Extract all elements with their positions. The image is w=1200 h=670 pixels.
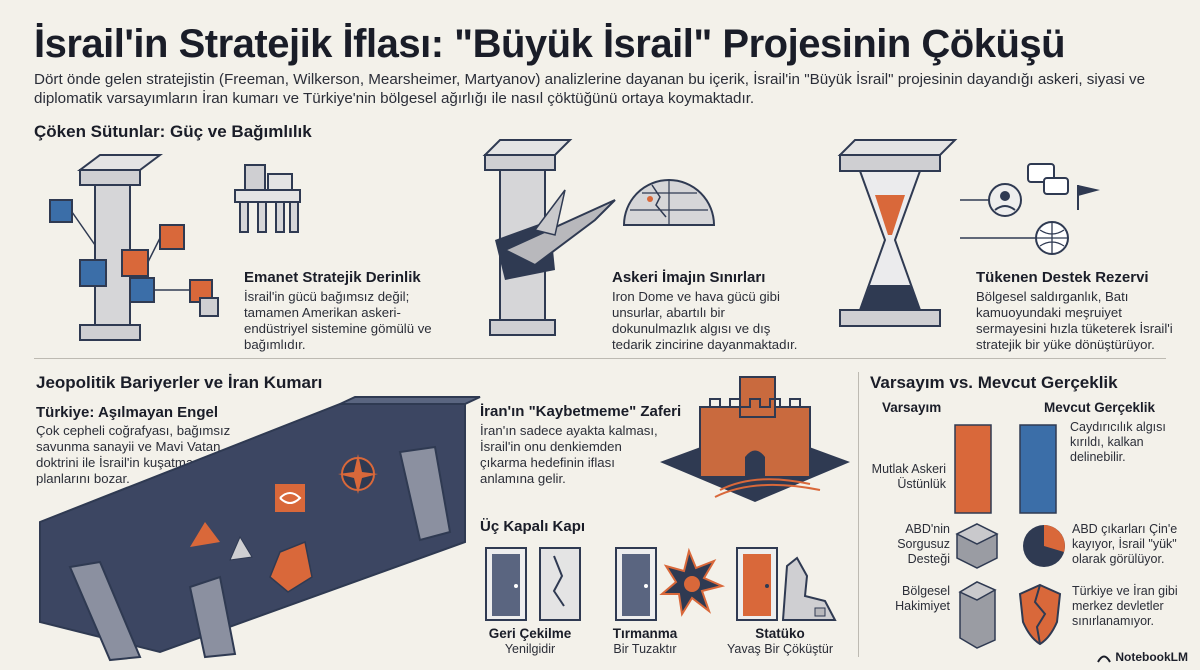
compare-col-right: Mevcut Gerçeklik: [1044, 400, 1156, 415]
door-sub-retreat: Yenilgidir: [504, 642, 556, 656]
gray-pillar-icon: [958, 581, 997, 649]
gray-cube-icon: [955, 523, 999, 569]
cracked-pillar-jet-illustration: [482, 139, 616, 336]
door-sub-escalation: Bir Tuzaktır: [613, 642, 677, 656]
compare-bars: [954, 424, 1057, 514]
compare-right-2: ABD çıkarları Çin'e kayıyor, İsrail "yük…: [1072, 522, 1178, 566]
section-heading-pillars: Çöken Sütunlar: Güç ve Bağımlılık: [34, 122, 312, 141]
compare-col-left: Varsayım: [882, 400, 942, 415]
pie-chart-icon: [1023, 525, 1065, 567]
broken-shield-icon: [1018, 583, 1062, 646]
iran-fortress-illustration: [660, 376, 850, 502]
door-title-escalation: Tırmanma: [612, 626, 678, 641]
pillar-cubes-illustration: [49, 154, 219, 341]
industrial-building-illustration: [234, 164, 301, 233]
door-title-retreat: Geri Çekilme: [488, 626, 572, 641]
compare-left-1: Mutlak Askeri Üstünlük: [871, 462, 946, 491]
compare-right-1: Caydırıcılık algısı kırıldı, kalkan deli…: [1070, 420, 1166, 464]
notebooklm-logo: NotebookLM: [1097, 650, 1188, 664]
door-sub-status-quo: Yavaş Bir Çöküştür: [726, 642, 834, 656]
hourglass-illustration: [837, 139, 958, 327]
section-heading-barriers: Jeopolitik Bariyerler ve İran Kumarı: [36, 373, 323, 392]
section-divider: [34, 358, 1166, 359]
section-heading-compare: Varsayım vs. Mevcut Gerçeklik: [870, 373, 1118, 392]
intro-text: Dört önde gelen stratejistin (Freeman, W…: [34, 71, 1146, 107]
iron-dome-illustration: [622, 179, 716, 226]
footer-brand: NotebookLM: [1115, 650, 1188, 664]
compare-left-2: ABD'nin Sorgusuz Desteği: [897, 522, 950, 566]
pillar-text-3: Bölgesel saldırganlık, Batı kamuoyundaki…: [976, 289, 1173, 352]
turkey-text: Çok cepheli coğrafyası, bağımsız savunma…: [36, 423, 231, 486]
door-status-quo-icon: [736, 547, 837, 621]
notebooklm-icon: [1097, 655, 1112, 663]
iran-title: İran'ın "Kaybetmeme" Zaferi: [480, 403, 682, 420]
pillar-title-3: Tükenen Destek Rezervi: [976, 269, 1149, 286]
pillar-title-1: Emanet Stratejik Derinlik: [244, 269, 421, 286]
door-title-status-quo: Statüko: [755, 626, 805, 641]
door-retreat-icon: [485, 547, 581, 621]
door-escalation-icon: [615, 547, 726, 621]
iran-text: İran'ın sadece ayakta kalması, İsrail'in…: [480, 423, 658, 486]
pillar-text-2: Iron Dome ve hava gücü gibi unsurlar, ab…: [612, 289, 798, 352]
page-title: İsrail'in Stratejik İflası: "Büyük İsrai…: [34, 22, 1066, 66]
pillar-title-2: Askeri İmajın Sınırları: [612, 269, 766, 286]
pillar-text-1: İsrail'in gücü bağımsız değil; tamamen A…: [244, 289, 432, 352]
doors-heading: Üç Kapalı Kapı: [480, 518, 586, 535]
compare-right-3: Türkiye ve İran gibi merkez devletler sı…: [1072, 584, 1178, 628]
turkey-title: Türkiye: Aşılmayan Engel: [36, 404, 219, 421]
wall-barrier-illustration: [39, 396, 481, 662]
column-divider: [858, 372, 859, 657]
support-network-icons: [960, 163, 1100, 255]
compare-left-3: Bölgesel Hakimiyet: [895, 584, 950, 613]
